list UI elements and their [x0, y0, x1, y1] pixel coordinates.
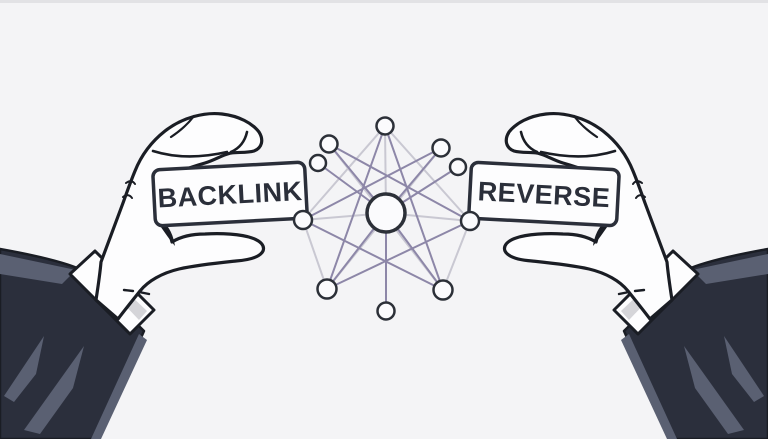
network-edge-left-bl	[302, 219, 328, 290]
network-node-ul_outer	[319, 134, 339, 154]
network-node-top	[375, 116, 395, 136]
reverse-card: REVERSE	[467, 160, 621, 228]
network-diagram	[292, 116, 481, 321]
network-edge-left-br	[302, 219, 444, 291]
network-edge-ul_outer-right	[328, 143, 471, 222]
network-edge-top-bl	[326, 125, 386, 290]
backlink-card: BACKLINK	[151, 160, 309, 228]
network-node-left	[292, 209, 314, 231]
network-edge-right-bl	[326, 220, 471, 290]
network-node-ur_inner	[448, 157, 468, 177]
network-edge-right-br	[442, 220, 471, 291]
network-edge-top-br	[384, 125, 444, 291]
network-node-ul_inner	[308, 153, 328, 173]
network-node-right	[459, 210, 481, 232]
network-edge-top-left	[302, 125, 386, 221]
network-node-center	[365, 192, 407, 234]
network-edge-ur_outer-left	[302, 147, 442, 221]
reverse-card-label: REVERSE	[477, 176, 611, 213]
network-node-br	[432, 279, 454, 301]
network-node-bottom	[376, 301, 396, 321]
top-edge-shade	[0, 0, 768, 3]
network-edge-top-right	[384, 125, 471, 222]
network-node-ur_outer	[431, 138, 451, 158]
network-node-bl	[316, 278, 338, 300]
